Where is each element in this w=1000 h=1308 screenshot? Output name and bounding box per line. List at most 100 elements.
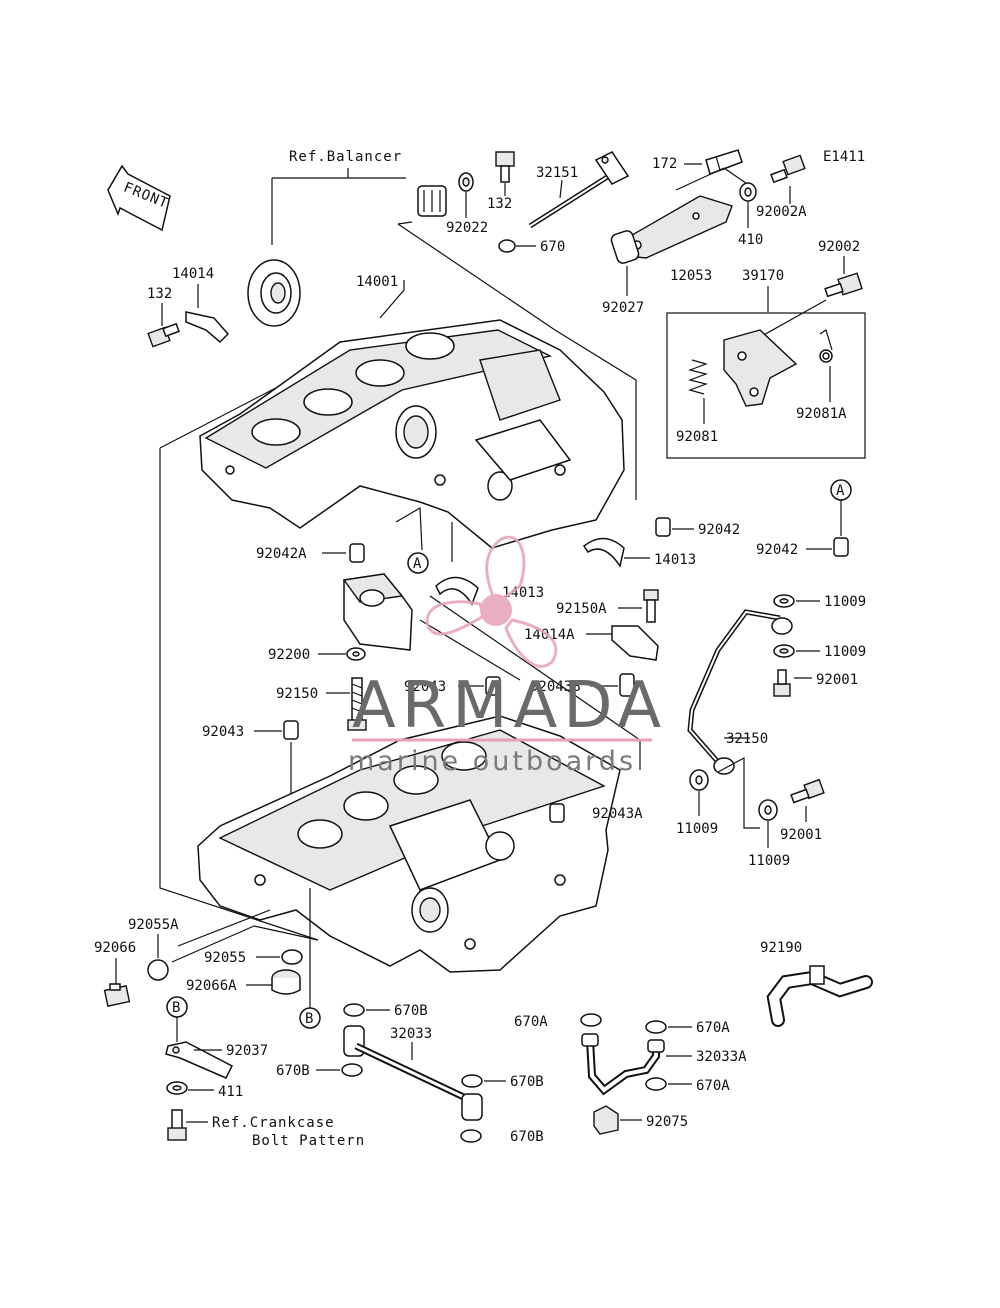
label-11009-c: 11009: [676, 821, 718, 837]
marker-b-left-icon: B: [166, 996, 188, 1018]
tensioner-assembly-box: [666, 312, 866, 459]
pipe-32033A-part: [581, 1033, 665, 1096]
oring-670B-bottom-part: [460, 1129, 482, 1143]
label-670A-b: 670A: [696, 1078, 730, 1094]
bolt-132-left-part: [147, 322, 180, 348]
cap-14014-part: [185, 311, 230, 344]
label-92190: 92190: [760, 940, 802, 956]
label-92042: 92042: [698, 522, 740, 538]
label-411: 411: [218, 1084, 243, 1100]
pin-172-part: [705, 149, 743, 175]
washer-11009-a-part: [773, 594, 795, 608]
pipe-32033-part: [343, 1025, 483, 1121]
ref-bolt-pattern-label: Bolt Pattern: [252, 1133, 365, 1149]
tensioner-39170-part: [723, 329, 798, 407]
label-11009-d: 11009: [748, 853, 790, 869]
label-14013-right: 14013: [654, 552, 696, 568]
oring-670B-right-part: [461, 1074, 483, 1088]
label-92043A: 92043A: [592, 806, 643, 822]
label-92150A: 92150A: [556, 601, 607, 617]
upper-case-bracket-left: [159, 448, 319, 941]
washer-92022-part: [458, 172, 474, 192]
label-32033A: 32033A: [696, 1049, 747, 1065]
spring-92081A-part: [819, 329, 833, 363]
label-92042-right: 92042: [756, 542, 798, 558]
label-670: 670: [540, 239, 565, 255]
bearing-shell-14013-right-part: [582, 537, 625, 568]
label-670B-bottom: 670B: [510, 1129, 544, 1145]
oil-pipe-32150-part: [687, 609, 793, 775]
armada-watermark-logo: [425, 535, 558, 668]
label-92043-top: 92043: [404, 679, 446, 695]
bolt-92002-part: [824, 272, 863, 298]
plug-92066A-part: [271, 969, 301, 995]
oring-670B-left-part: [341, 1063, 363, 1077]
dowel-92043B-part: [619, 673, 635, 697]
svg-text:B: B: [305, 1011, 313, 1027]
svg-text:B: B: [172, 1000, 180, 1016]
svg-text:A: A: [413, 556, 422, 572]
bolt-92001-a-part: [773, 669, 791, 697]
label-670B-right: 670B: [510, 1074, 544, 1090]
washer-92200-part: [346, 647, 366, 661]
dowel-92042A-part: [349, 543, 365, 563]
hose-92190-part: [766, 965, 873, 1027]
label-670B-top: 670B: [394, 1003, 428, 1019]
shaft-32151-part: [528, 151, 630, 229]
drain-plug-92066-part: [103, 983, 131, 1007]
bearing-shell-14013-mid-part: [435, 576, 479, 606]
washer-11009-c-part: [689, 769, 709, 791]
bolt-92150A-part: [643, 589, 659, 623]
oring-92055A-part: [147, 959, 169, 981]
label-92200: 92200: [268, 647, 310, 663]
marker-a-right-icon: A: [830, 479, 852, 501]
label-32150: 32150: [726, 731, 768, 747]
label-92002A: 92002A: [756, 204, 807, 220]
label-132-top: 132: [487, 196, 512, 212]
label-92075: 92075: [646, 1114, 688, 1130]
marker-b-center-icon: B: [299, 1007, 321, 1029]
balancer-bracket-line: [271, 168, 406, 245]
marker-a-guide: [395, 506, 453, 562]
oring-670-part: [498, 239, 516, 253]
bolt-92001-b-part: [790, 778, 825, 804]
balancer-guide-line: [397, 221, 556, 331]
label-92066A: 92066A: [186, 978, 237, 994]
watermark-brand: ARMADA: [352, 669, 667, 743]
pipe-guide-line: [717, 756, 760, 829]
svg-text:A: A: [836, 483, 845, 499]
label-32151: 32151: [536, 165, 578, 181]
label-92081A: 92081A: [796, 406, 847, 422]
clamp-92075-part: [593, 1105, 619, 1135]
washer-11009-b-part: [773, 644, 795, 658]
label-14013-mid: 14013: [502, 585, 544, 601]
oring-670A-a-part: [645, 1020, 667, 1034]
label-11009-b: 11009: [824, 644, 866, 660]
dowel-92042-part: [655, 517, 671, 537]
spring-92081-part: [687, 359, 709, 395]
lower-crankcase-part: [197, 715, 621, 973]
bolt-crankcase-part: [167, 1109, 187, 1141]
cap-14014A-part: [611, 625, 659, 661]
dowel-92043-left-part: [283, 720, 299, 740]
label-92022: 92022: [446, 220, 488, 236]
upper-crankcase-part: [199, 319, 625, 549]
lower-case-bracket-left: [253, 925, 319, 941]
balancer-bearing-part: [247, 259, 301, 327]
label-92037: 92037: [226, 1043, 268, 1059]
oring-92055-part: [281, 949, 303, 965]
label-132-left: 132: [147, 286, 172, 302]
label-92055: 92055: [204, 950, 246, 966]
marker-a-left-icon: A: [407, 552, 429, 574]
ref-crankcase-label: Ref.Crankcase: [212, 1115, 335, 1131]
label-410: 410: [738, 232, 763, 248]
label-92027: 92027: [602, 300, 644, 316]
label-14014: 14014: [172, 266, 214, 282]
label-670A-a: 670A: [696, 1020, 730, 1036]
collar-92027-part: [610, 230, 640, 264]
oring-670A-left-part: [580, 1013, 602, 1027]
bolt-132-top-part: [495, 151, 515, 183]
label-92002: 92002: [818, 239, 860, 255]
front-arrow-icon: FRONT: [107, 164, 171, 232]
bolt-92150-part: [347, 677, 367, 731]
